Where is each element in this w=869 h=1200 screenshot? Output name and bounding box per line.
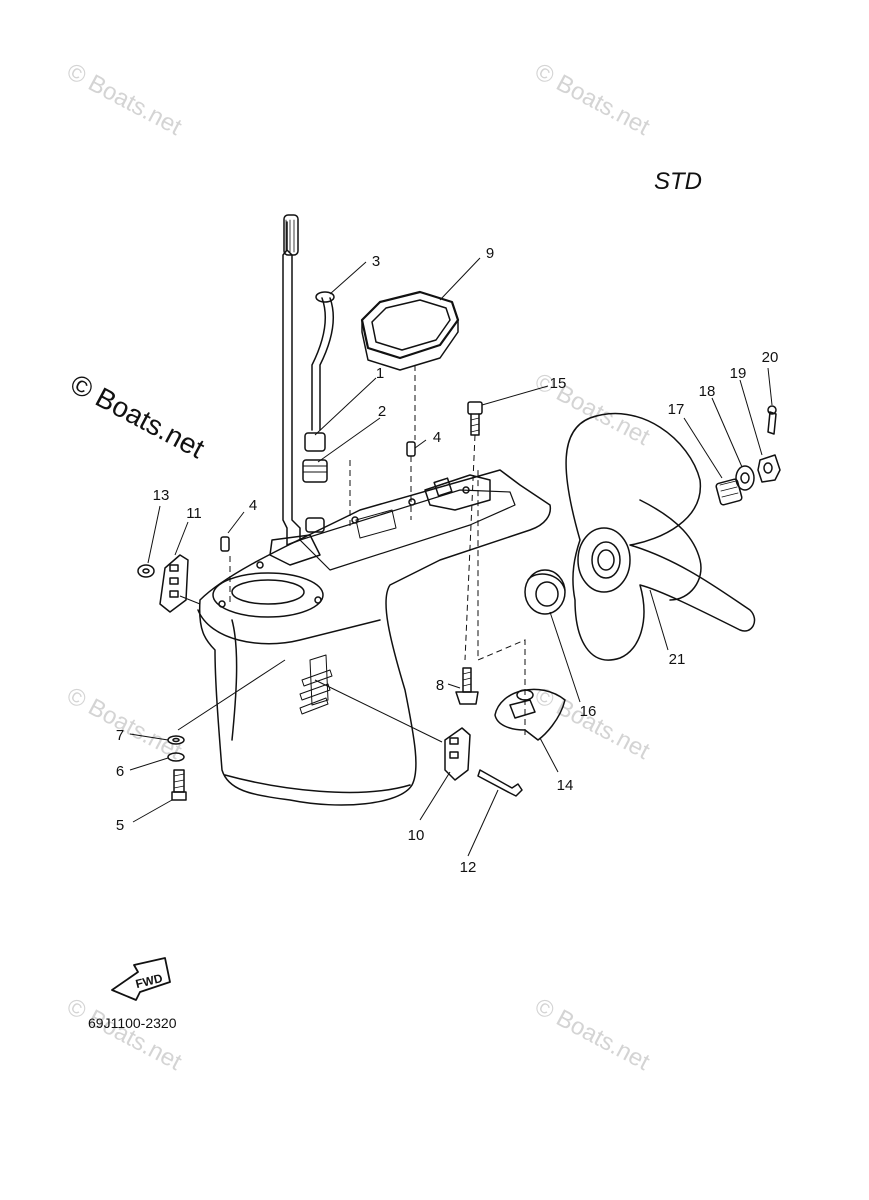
callout-2: 2: [378, 403, 386, 420]
callout-18: 18: [699, 383, 716, 400]
trim-tab: [494, 688, 566, 741]
callout-7: 7: [116, 727, 124, 744]
drive-shaft: [282, 221, 301, 546]
callout-12: 12: [460, 859, 477, 876]
callout-4b: 4: [249, 497, 257, 514]
water-tube: [311, 297, 326, 431]
part-number: 69J1100-2320: [88, 1015, 177, 1031]
callout-13: 13: [153, 487, 170, 504]
callout-8: 8: [436, 677, 444, 694]
callout-14: 14: [557, 777, 574, 794]
callout-17: 17: [668, 401, 685, 418]
thrust-hub: [524, 569, 566, 615]
callout-19: 19: [730, 365, 747, 382]
callout-11: 11: [186, 505, 202, 522]
callout-5: 5: [116, 817, 124, 834]
variant-label: STD: [654, 168, 702, 195]
callout-20: 20: [762, 349, 779, 366]
callout-15: 15: [550, 375, 567, 392]
callout-3: 3: [372, 253, 380, 270]
fwd-arrow: [111, 957, 171, 1001]
lower-casing: [198, 469, 552, 806]
callout-10: 10: [408, 827, 425, 844]
callout-21: 21: [669, 651, 686, 668]
callout-4: 4: [433, 429, 441, 446]
propeller: [565, 412, 756, 661]
callout-9: 9: [486, 245, 494, 262]
callout-1: 1: [376, 365, 384, 382]
fwd-label: FWD: [134, 971, 164, 991]
callout-16: 16: [580, 703, 597, 720]
callout-6: 6: [116, 763, 124, 780]
